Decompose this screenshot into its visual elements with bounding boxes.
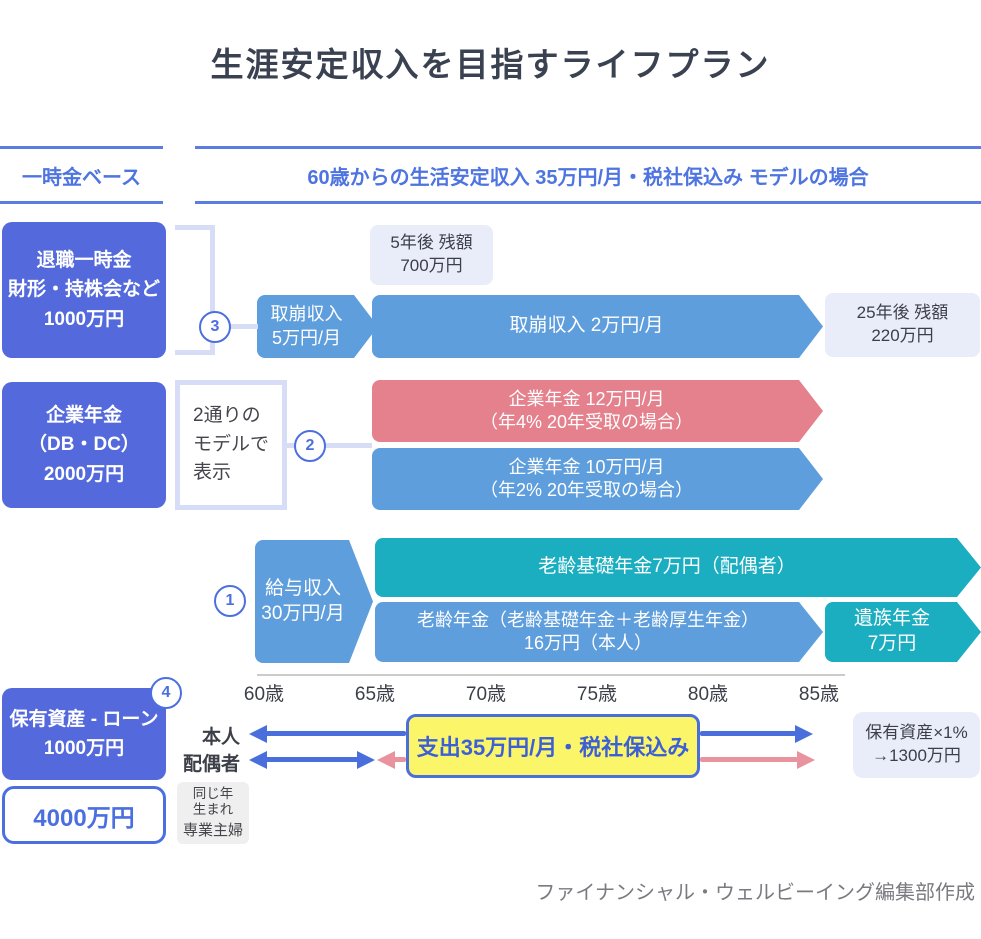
marker-4-number: 4 bbox=[161, 684, 171, 701]
pension-2pct-line2: （年2% 20年受取の場合） bbox=[479, 480, 694, 500]
age-tick-85: 85歳 bbox=[798, 684, 840, 705]
spouse-profile-line1: 同じ年 bbox=[192, 785, 234, 801]
model-note-line3: 表示 bbox=[193, 462, 232, 484]
spouse-line-left-arrowhead bbox=[249, 751, 267, 769]
spouse-profile-note: 同じ年 生まれ 専業主婦 bbox=[177, 782, 249, 844]
note-25years-line2: 220万円 bbox=[871, 326, 934, 345]
spending-box: 支出35万円/月・税社保込み bbox=[406, 714, 700, 778]
model-note-line1: 2通りの bbox=[193, 405, 261, 427]
drawdown-long-arrow: 取崩収入 2万円/月 bbox=[372, 295, 823, 358]
asset-yield-line2: →1300万円 bbox=[872, 746, 961, 765]
age-tick-65: 65歳 bbox=[354, 684, 396, 705]
age-tick-75: 75歳 bbox=[576, 684, 618, 705]
header-model-case-label: 60歳からの生活安定収入 35万円/月・税社保込み モデルの場合 bbox=[307, 166, 869, 189]
person-line-right-arrowhead bbox=[795, 725, 813, 743]
pension-2pct-arrow: 企業年金 10万円/月 （年2% 20年受取の場合） bbox=[372, 448, 823, 510]
note-5years: 5年後 残額 700万円 bbox=[370, 225, 493, 285]
net-assets-line2: 1000万円 bbox=[43, 738, 125, 759]
timeline-axis bbox=[257, 674, 845, 676]
person-line-right-segment bbox=[700, 731, 796, 736]
retirement-box-line1: 退職一時金 bbox=[36, 249, 132, 271]
note-25years: 25年後 残額 220万円 bbox=[825, 293, 980, 357]
spouse-line-blue-segment bbox=[264, 757, 359, 762]
spouse-line-pink-left-arrowhead bbox=[377, 751, 395, 769]
spouse-basic-pension-arrow: 老齢基礎年金7万円（配偶者） bbox=[375, 538, 981, 597]
note-5years-line2: 700万円 bbox=[400, 256, 463, 275]
marker2-connector bbox=[285, 443, 372, 448]
own-pension-line1: 老齢年金（老齢基礎年金＋老齢厚生年金） bbox=[417, 609, 759, 630]
spouse-line-pink-left-segment bbox=[392, 757, 406, 762]
person-line-left-segment bbox=[264, 731, 406, 736]
note-25years-line1: 25年後 残額 bbox=[856, 303, 949, 323]
marker-1: 1 bbox=[214, 585, 246, 617]
spouse-line-blue-right-arrowhead bbox=[357, 751, 375, 769]
spouse-profile-line2: 生まれ bbox=[192, 802, 234, 817]
person-line-left-arrowhead bbox=[249, 725, 267, 743]
spending-label: 支出35万円/月・税社保込み bbox=[416, 735, 690, 760]
retirement-bracket bbox=[175, 225, 215, 355]
model-note-line2: モデルで bbox=[193, 433, 270, 455]
credit-line: ファイナンシャル・ウェルビーイング編集部作成 bbox=[535, 882, 975, 904]
pension-4pct-arrow: 企業年金 12万円/月 （年4% 20年受取の場合） bbox=[372, 380, 823, 442]
marker3-connector bbox=[211, 324, 258, 329]
net-assets-line1: 保有資産 - ローン bbox=[9, 708, 159, 730]
header-lump-sum: 一時金ベース bbox=[0, 146, 163, 204]
marker-4: 4 bbox=[150, 677, 182, 709]
marker-2: 2 bbox=[294, 430, 326, 462]
drawdown-start-arrow: 取崩収入 5万円/月 bbox=[257, 295, 378, 358]
salary-line1: 給与収入 bbox=[264, 577, 341, 599]
salary-arrow: 給与収入 30万円/月 bbox=[255, 540, 373, 663]
spouse-line-pink-right-segment bbox=[700, 757, 798, 762]
corporate-box-line3: 2000万円 bbox=[43, 463, 125, 485]
header-lump-sum-label: 一時金ベース bbox=[22, 166, 141, 189]
person-label: 本人 bbox=[201, 727, 240, 748]
header-model-case: 60歳からの生活安定収入 35万円/月・税社保込み モデルの場合 bbox=[195, 146, 981, 204]
corporate-box-line1: 企業年金 bbox=[45, 404, 122, 426]
marker-3-number: 3 bbox=[210, 318, 220, 335]
marker-3: 3 bbox=[199, 311, 231, 343]
model-note-box: 2通りの モデルで 表示 bbox=[175, 380, 287, 510]
retirement-box: 退職一時金 財形・持株会など 1000万円 bbox=[2, 222, 166, 358]
asset-yield-note: 保有資産×1% →1300万円 bbox=[853, 712, 980, 778]
net-assets-box: 保有資産 - ローン 1000万円 bbox=[2, 688, 166, 780]
retirement-box-line3: 1000万円 bbox=[43, 308, 125, 330]
asset-yield-line1: 保有資産×1% bbox=[865, 723, 968, 743]
retirement-box-line2: 財形・持株会など bbox=[7, 279, 160, 301]
spouse-label: 配偶者 bbox=[182, 754, 240, 775]
own-pension-line2: 16万円（本人） bbox=[523, 633, 653, 653]
note-5years-line1: 5年後 残額 bbox=[390, 233, 473, 253]
drawdown-start-line1: 取崩収入 bbox=[270, 304, 343, 325]
pension-4pct-line2: （年4% 20年受取の場合） bbox=[479, 412, 694, 432]
drawdown-long-label: 取崩収入 2万円/月 bbox=[509, 315, 664, 337]
survivor-pension-line2: 7万円 bbox=[867, 633, 917, 654]
marker-2-number: 2 bbox=[305, 437, 315, 454]
drawdown-start-line2: 5万円/月 bbox=[271, 327, 341, 348]
salary-line2: 30万円/月 bbox=[261, 602, 345, 624]
own-pension-arrow: 老齢年金（老齢基礎年金＋老齢厚生年金） 16万円（本人） bbox=[375, 602, 823, 662]
age-tick-70: 70歳 bbox=[465, 684, 507, 705]
pension-4pct-line1: 企業年金 12万円/月 bbox=[508, 388, 665, 409]
total-box: 4000万円 bbox=[2, 786, 166, 844]
survivor-pension-line1: 遺族年金 bbox=[853, 608, 930, 630]
corporate-pension-box: 企業年金 （DB・DC） 2000万円 bbox=[2, 382, 166, 508]
spouse-profile-line3: 専業主婦 bbox=[182, 822, 243, 840]
age-tick-60: 60歳 bbox=[243, 684, 285, 705]
marker-1-number: 1 bbox=[225, 592, 235, 609]
corporate-box-line2: （DB・DC） bbox=[28, 434, 140, 456]
page-title: 生涯安定収入を目指すライフプラン bbox=[210, 46, 771, 83]
survivor-pension-arrow: 遺族年金 7万円 bbox=[825, 602, 981, 662]
age-tick-80: 80歳 bbox=[687, 684, 729, 705]
pension-2pct-line1: 企業年金 10万円/月 bbox=[508, 456, 665, 477]
spouse-line-pink-right-arrowhead bbox=[797, 751, 815, 769]
spouse-basic-pension-label: 老齢基礎年金7万円（配偶者） bbox=[538, 556, 796, 578]
total-amount: 4000万円 bbox=[33, 804, 135, 832]
